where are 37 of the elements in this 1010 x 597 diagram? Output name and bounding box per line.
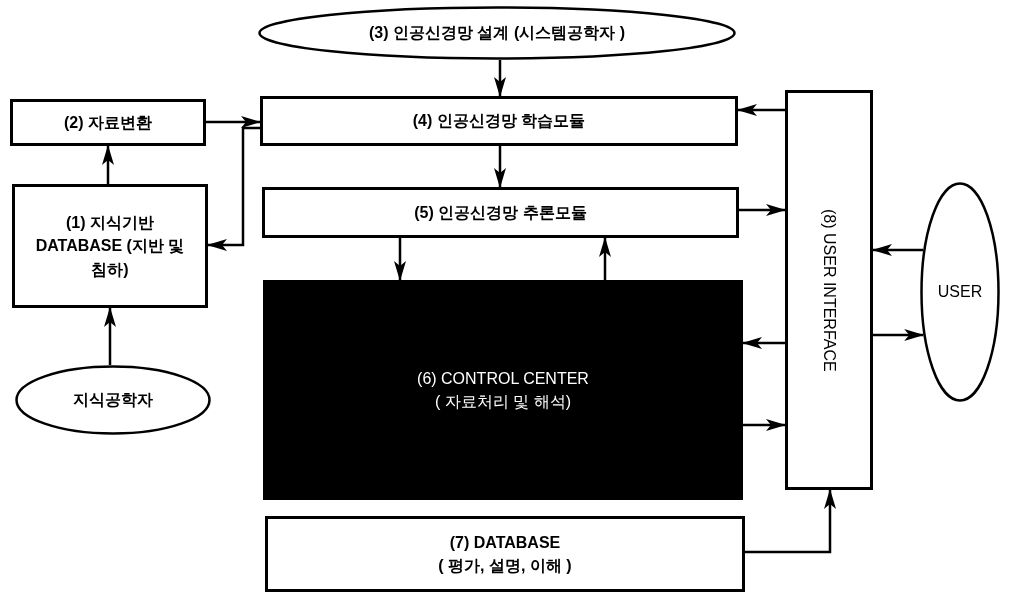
node-label: (7) DATABASE bbox=[449, 532, 561, 553]
database-box bbox=[265, 516, 745, 592]
arrow bbox=[739, 204, 786, 216]
node-label: ( 자료처리 및 해석) bbox=[435, 392, 571, 412]
ellipse-node bbox=[15, 365, 211, 435]
node-label: 지식공학자 bbox=[73, 390, 153, 411]
database-box bbox=[12, 184, 208, 308]
ellipse-node bbox=[258, 6, 736, 60]
process-box bbox=[10, 99, 206, 146]
process-box bbox=[262, 187, 739, 238]
node-label: (6) CONTROL CENTER bbox=[417, 368, 589, 389]
arrow bbox=[742, 337, 785, 349]
arrow bbox=[206, 116, 261, 128]
arrow bbox=[494, 60, 506, 97]
process-box bbox=[260, 96, 738, 146]
arrow bbox=[494, 146, 506, 188]
arrow bbox=[104, 307, 116, 365]
arrow bbox=[102, 145, 114, 184]
node-label: (1) 지식기반 DATABASE (지반 및 침하) bbox=[35, 213, 185, 280]
node-label: (5) 인공신경망 추론모듈 bbox=[414, 202, 587, 223]
arrow bbox=[872, 244, 924, 256]
interface-box bbox=[785, 90, 873, 490]
node-label: ( 평가, 설명, 이해 ) bbox=[438, 556, 572, 576]
node-label: (4) 인공신경망 학습모듈 bbox=[412, 111, 586, 132]
control-center-box bbox=[263, 280, 743, 500]
arrow bbox=[743, 419, 786, 431]
node-label: (3) 인공신경망 설계 (시스템공학자 ) bbox=[369, 23, 625, 44]
arrow bbox=[745, 489, 836, 554]
node-label: (8) USER INTERFACE bbox=[819, 208, 839, 372]
node-label: USER bbox=[937, 282, 983, 303]
arrow bbox=[737, 104, 785, 116]
user-ellipse bbox=[920, 182, 1000, 402]
arrow bbox=[873, 329, 925, 341]
node-label: (2) 자료변환 bbox=[64, 112, 152, 133]
arrow bbox=[394, 238, 406, 281]
arrow bbox=[207, 126, 260, 251]
arrow bbox=[599, 237, 611, 280]
